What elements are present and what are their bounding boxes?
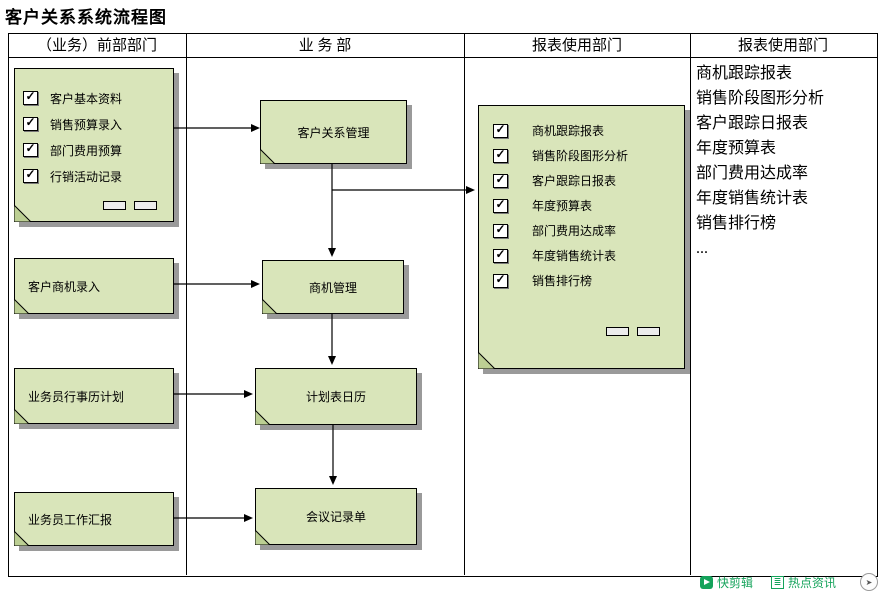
work-report-note: 业务员工作汇报 xyxy=(14,492,174,546)
folded-corner xyxy=(478,352,495,369)
news-icon: ≣ xyxy=(771,575,785,589)
checkbox-icon: ✓ xyxy=(23,116,38,131)
column-divider xyxy=(690,33,691,575)
opportunity-mgmt-box: 商机管理 xyxy=(262,260,404,314)
checkbox-icon: ✓ xyxy=(493,148,508,163)
box-label: 计划表日历 xyxy=(305,390,366,404)
note-button xyxy=(606,327,629,336)
cursor-badge[interactable]: ➤ xyxy=(860,573,878,591)
hot-news-label: 热点资讯 xyxy=(788,575,837,590)
folded-corner xyxy=(14,531,29,546)
checklist-row: ✓ 行销活动记录 xyxy=(23,163,169,189)
note-button xyxy=(103,201,126,210)
plugin-toolbar: 快剪辑 ≣ 热点资讯 xyxy=(700,574,836,590)
report-name-list: 商机跟踪报表 销售阶段图形分析 客户跟踪日报表 年度预算表 部门费用达成率 年度… xyxy=(696,61,874,261)
folded-corner xyxy=(255,410,270,425)
checklist-row: ✓ 年度销售统计表 xyxy=(493,243,680,268)
quick-clip-button[interactable]: 快剪辑 xyxy=(700,574,753,591)
checkbox-icon: ✓ xyxy=(23,90,38,105)
checklist-label: 部门费用达成率 xyxy=(532,224,617,238)
checklist-row: ✓ 客户跟踪日报表 xyxy=(493,168,680,193)
reports-note: ✓ 商机跟踪报表 ✓ 销售阶段图形分析 ✓ 客户跟踪日报表 ✓ 年度预算表 ✓ … xyxy=(478,105,685,369)
cursor-icon: ➤ xyxy=(865,577,873,587)
box-label: 会议记录单 xyxy=(305,510,366,524)
note-label: 业务员工作汇报 xyxy=(28,512,113,527)
checkbox-icon: ✓ xyxy=(493,223,508,238)
checkbox-icon: ✓ xyxy=(493,198,508,213)
checklist-row: ✓ 商机跟踪报表 xyxy=(493,118,680,143)
box-label: 客户关系管理 xyxy=(297,125,370,140)
page-title: 客户关系系统流程图 xyxy=(5,8,167,27)
checklist-row: ✓ 年度预算表 xyxy=(493,193,680,218)
note-buttons xyxy=(103,201,157,210)
column-divider xyxy=(464,33,465,575)
checklist-label: 销售预算录入 xyxy=(50,117,123,132)
report-name-text: ... xyxy=(696,240,708,257)
report-name-text: 客户跟踪日报表 xyxy=(696,115,809,132)
play-icon xyxy=(700,575,713,589)
column-header-report-users: 报表使用部门 xyxy=(531,38,622,54)
checklist-row: ✓ 客户基本资料 xyxy=(23,85,169,111)
checklist-row: ✓ 销售阶段图形分析 xyxy=(493,143,680,168)
checkbox-icon: ✓ xyxy=(493,173,508,188)
crm-box: 客户关系管理 xyxy=(260,100,407,164)
checklist-row: ✓ 销售排行榜 xyxy=(493,268,680,293)
folded-corner xyxy=(262,299,277,314)
report-name-text: 销售排行榜 xyxy=(696,215,777,232)
checklist-label: 商机跟踪报表 xyxy=(532,124,605,138)
checklist-label: 年度预算表 xyxy=(532,199,593,213)
checklist-label: 销售阶段图形分析 xyxy=(532,149,629,163)
checkbox-icon: ✓ xyxy=(23,142,38,157)
checklist-label: 年度销售统计表 xyxy=(532,249,617,263)
folded-corner xyxy=(14,409,29,424)
salesman-calendar-note: 业务员行事历计划 xyxy=(14,368,174,424)
input-forms-note: ✓ 客户基本资料 ✓ 销售预算录入 ✓ 部门费用预算 ✓ 行销活动记录 xyxy=(14,68,174,222)
box-label: 商机管理 xyxy=(308,280,357,295)
header-underline xyxy=(8,57,877,58)
schedule-calendar-box: 计划表日历 xyxy=(255,368,417,425)
checklist-row: ✓ 部门费用达成率 xyxy=(493,218,680,243)
checklist-label: 客户跟踪日报表 xyxy=(532,174,617,188)
column-header-frontdesk: （业务）前部部门 xyxy=(36,38,157,54)
folded-corner xyxy=(14,205,31,222)
checklist-label: 销售排行榜 xyxy=(532,274,593,288)
report-name-text: 年度预算表 xyxy=(696,140,777,157)
meeting-minutes-box: 会议记录单 xyxy=(255,488,417,545)
report-name-text: 销售阶段图形分析 xyxy=(696,90,825,107)
checkbox-icon: ✓ xyxy=(493,248,508,263)
opportunity-entry-note: 客户商机录入 xyxy=(14,258,174,314)
checklist-row: ✓ 部门费用预算 xyxy=(23,137,169,163)
folded-corner xyxy=(255,530,270,545)
note-button xyxy=(134,201,157,210)
note-label: 客户商机录入 xyxy=(28,279,101,294)
column-header-report-users-2: 报表使用部门 xyxy=(737,38,828,54)
column-divider xyxy=(186,33,187,575)
column-header-business: 业 务 部 xyxy=(298,38,352,54)
note-buttons xyxy=(606,327,660,336)
checkbox-icon: ✓ xyxy=(493,123,508,138)
checkbox-icon: ✓ xyxy=(23,168,38,183)
checklist-label: 部门费用预算 xyxy=(50,143,123,158)
report-name-text: 部门费用达成率 xyxy=(696,165,809,182)
checklist-row: ✓ 销售预算录入 xyxy=(23,111,169,137)
folded-corner xyxy=(260,149,275,164)
note-button xyxy=(637,327,660,336)
checklist-label: 行销活动记录 xyxy=(50,169,123,184)
report-name-text: 商机跟踪报表 xyxy=(696,65,793,82)
note-label: 业务员行事历计划 xyxy=(28,389,125,404)
report-name-text: 年度销售统计表 xyxy=(696,190,809,207)
quick-clip-label: 快剪辑 xyxy=(717,575,754,590)
checklist-label: 客户基本资料 xyxy=(50,91,123,106)
diagram-border xyxy=(8,33,878,577)
hot-news-button[interactable]: ≣ 热点资讯 xyxy=(771,574,836,591)
folded-corner xyxy=(14,299,29,314)
checkbox-icon: ✓ xyxy=(493,273,508,288)
